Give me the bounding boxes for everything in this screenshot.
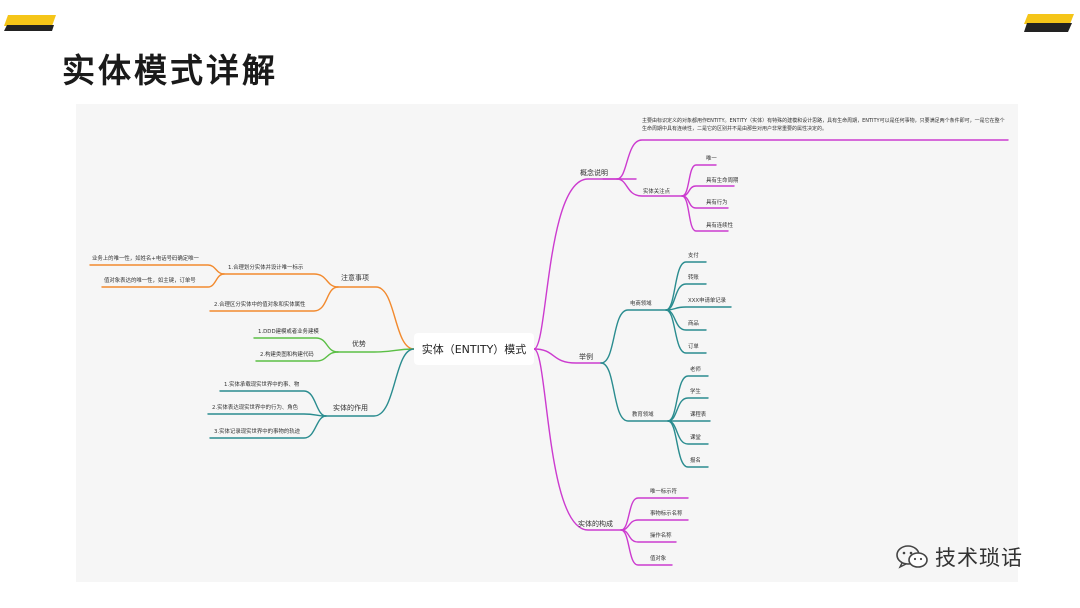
- focus-item-continuity[interactable]: 具有连续性: [706, 223, 733, 229]
- education-item-teacher[interactable]: 老师: [690, 367, 701, 373]
- ecommerce-item-application[interactable]: XXX申请单记录: [688, 298, 727, 304]
- role-item-3[interactable]: 3.实体记录现实世界中的事物的轨迹: [214, 429, 301, 435]
- ecommerce-item-transfer[interactable]: 转账: [688, 275, 699, 281]
- notes-item-1[interactable]: 1.合理划分实体并设计唯一标示: [228, 265, 304, 271]
- notes-item-1-child-business[interactable]: 业务上的唯一性，如姓名+电话号码确定唯一: [92, 256, 199, 262]
- center-node[interactable]: 实体（ENTITY）模式: [414, 333, 534, 365]
- branch-advantage[interactable]: 优势: [352, 340, 366, 348]
- education-label[interactable]: 教育领域: [632, 412, 654, 418]
- notes-item-1-child-value[interactable]: 值对象表达的唯一性，如主键，订单号: [104, 278, 196, 284]
- focus-item-behavior[interactable]: 具有行为: [706, 200, 728, 206]
- branch-role[interactable]: 实体的作用: [333, 404, 368, 412]
- focus-item-lifecycle[interactable]: 具有生命周期: [706, 178, 739, 184]
- branch-concept[interactable]: 概念说明: [580, 169, 608, 177]
- education-item-student[interactable]: 学生: [690, 389, 701, 395]
- concept-description: 主要由标识定义的对象都用作ENTITY。ENTITY（实体）有特殊的建模和设计思…: [642, 118, 1005, 132]
- composition-item-operation[interactable]: 操作名称: [650, 533, 672, 539]
- education-item-enroll[interactable]: 报名: [690, 458, 701, 464]
- role-item-2[interactable]: 2.实体表达现实世界中的行为、角色: [212, 405, 299, 411]
- advantage-item-ddd[interactable]: 1.DDD建模或者业务建模: [258, 329, 319, 335]
- brand-name: 技术琐话: [935, 546, 1023, 570]
- ecommerce-item-order[interactable]: 订单: [688, 344, 699, 350]
- corner-slash-right: [1024, 14, 1074, 32]
- page-title: 实体模式详解: [62, 51, 278, 90]
- ecommerce-label[interactable]: 电商领域: [630, 301, 652, 307]
- composition-item-value-object[interactable]: 值对象: [650, 556, 667, 562]
- branch-example[interactable]: 举例: [579, 353, 593, 361]
- ecommerce-item-goods[interactable]: 商品: [688, 321, 699, 327]
- mindmap-canvas: 实体（ENTITY）模式 概念说明 主要由标识定义的对象都用作ENTITY。EN…: [76, 104, 1018, 582]
- composition-item-id[interactable]: 唯一标示符: [650, 489, 677, 495]
- wechat-icon: [896, 545, 928, 569]
- branch-notes[interactable]: 注意事项: [341, 274, 369, 282]
- concept-focus-label[interactable]: 实体关注点: [643, 189, 670, 195]
- brand-watermark: 技术琐话: [895, 542, 1023, 572]
- mindmap-connectors: [89, 139, 1009, 566]
- branch-composition[interactable]: 实体的构成: [578, 520, 613, 528]
- ecommerce-item-pay[interactable]: 支付: [688, 253, 699, 259]
- notes-item-2[interactable]: 2.合理区分实体中的值对象和实体属性: [214, 302, 306, 308]
- corner-slash-left: [4, 15, 56, 31]
- education-item-schedule[interactable]: 课程表: [690, 412, 707, 418]
- education-item-classroom[interactable]: 课堂: [690, 435, 701, 441]
- composition-item-name[interactable]: 事物标示名称: [650, 511, 683, 517]
- focus-item-unique[interactable]: 唯一: [706, 156, 717, 162]
- role-item-1[interactable]: 1.实体承载现实世界中的事、物: [224, 382, 300, 388]
- advantage-item-code[interactable]: 2.构建类图和构建代码: [260, 352, 314, 358]
